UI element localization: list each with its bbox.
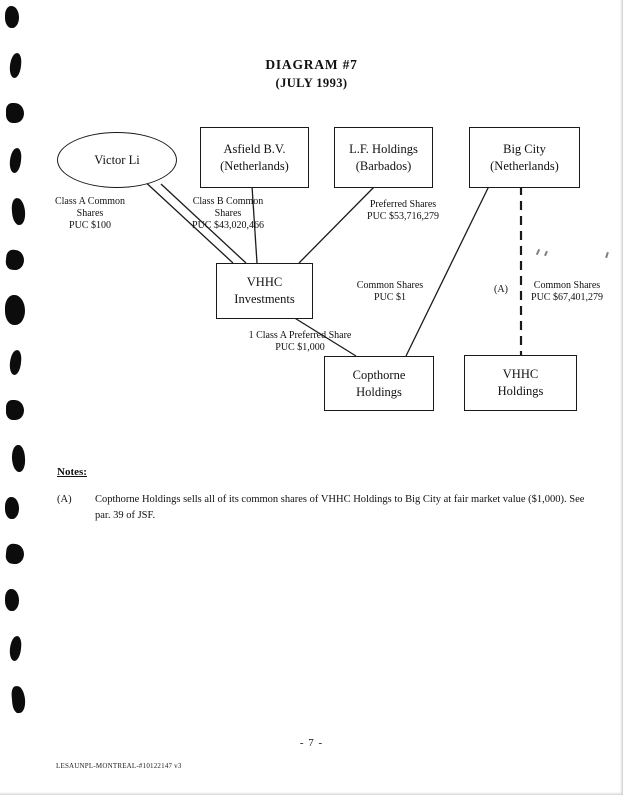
document-reference: LESAUNPL-MONTREAL-#10122147 v3 bbox=[56, 762, 182, 770]
scan-speck bbox=[544, 250, 548, 257]
binding-hole bbox=[10, 444, 27, 473]
note-item-a-text: Copthorne Holdings sells all of its comm… bbox=[95, 494, 585, 521]
note-item-a: (A) Copthorne Holdings sells all of its … bbox=[57, 492, 597, 524]
binding-hole bbox=[5, 249, 25, 271]
binding-hole bbox=[8, 147, 23, 174]
binding-hole bbox=[10, 197, 27, 226]
node-copthorne-holdings: Copthorne Holdings bbox=[324, 356, 434, 411]
diagram-title: DIAGRAM #7 (JULY 1993) bbox=[0, 57, 623, 91]
binding-hole bbox=[6, 103, 24, 123]
node-victor-li: Victor Li bbox=[57, 132, 177, 188]
node-vhhc-investments-label: VHHC Investments bbox=[234, 275, 295, 306]
edge-label-class-b-common: Class B Common Shares PUC $43,020,466 bbox=[192, 196, 264, 231]
node-victor-li-label: Victor Li bbox=[94, 152, 140, 167]
binding-hole bbox=[10, 685, 27, 714]
notes-heading: Notes: bbox=[57, 466, 87, 478]
node-asfield-label: Asfield B.V. (Netherlands) bbox=[220, 141, 289, 173]
node-lf-holdings: L.F. Holdings (Barbados) bbox=[334, 127, 433, 188]
scan-speck bbox=[535, 248, 541, 256]
edge-label-common-shares-puc1: Common Shares PUC $1 bbox=[356, 280, 424, 303]
edge-label-class-a-common: Class A Common Shares PUC $100 bbox=[54, 196, 125, 231]
edge-label-common-shares-puc67: Common Shares PUC $67,401,279 bbox=[531, 280, 603, 303]
node-copthorne-holdings-label: Copthorne Holdings bbox=[352, 367, 406, 399]
spiral-binding bbox=[5, 6, 35, 714]
node-vhhc-holdings-label: VHHC Holdings bbox=[497, 367, 544, 398]
binding-hole bbox=[5, 295, 25, 325]
edge-label-class-a-preferred-share: 1 Class A Preferred Share PUC $1,000 bbox=[248, 330, 352, 353]
edge-label-preferred-shares: Preferred Shares PUC $53,716,279 bbox=[367, 199, 439, 222]
binding-hole bbox=[5, 497, 19, 519]
binding-hole bbox=[5, 6, 19, 28]
node-big-city: Big City (Netherlands) bbox=[469, 127, 580, 188]
edge-label-note-a-marker: (A) bbox=[494, 284, 508, 295]
binding-hole bbox=[8, 635, 23, 662]
diagram-title-line1: DIAGRAM #7 bbox=[265, 57, 358, 72]
edge-lfholdings-vhhcinv bbox=[298, 185, 376, 264]
binding-hole bbox=[5, 589, 19, 611]
binding-hole bbox=[5, 543, 25, 565]
binding-hole bbox=[6, 400, 24, 420]
node-big-city-label: Big City (Netherlands) bbox=[490, 141, 559, 173]
node-vhhc-holdings: VHHC Holdings bbox=[464, 355, 577, 411]
diagram-title-line2: (JULY 1993) bbox=[275, 76, 348, 90]
scan-speck bbox=[605, 251, 609, 259]
node-lf-holdings-label: L.F. Holdings (Barbados) bbox=[349, 141, 418, 173]
node-vhhc-investments: VHHC Investments bbox=[216, 263, 313, 319]
binding-hole bbox=[8, 349, 23, 376]
page-number: - 7 - bbox=[299, 737, 324, 749]
note-item-a-label: (A) bbox=[57, 494, 72, 505]
node-asfield: Asfield B.V. (Netherlands) bbox=[200, 127, 309, 188]
